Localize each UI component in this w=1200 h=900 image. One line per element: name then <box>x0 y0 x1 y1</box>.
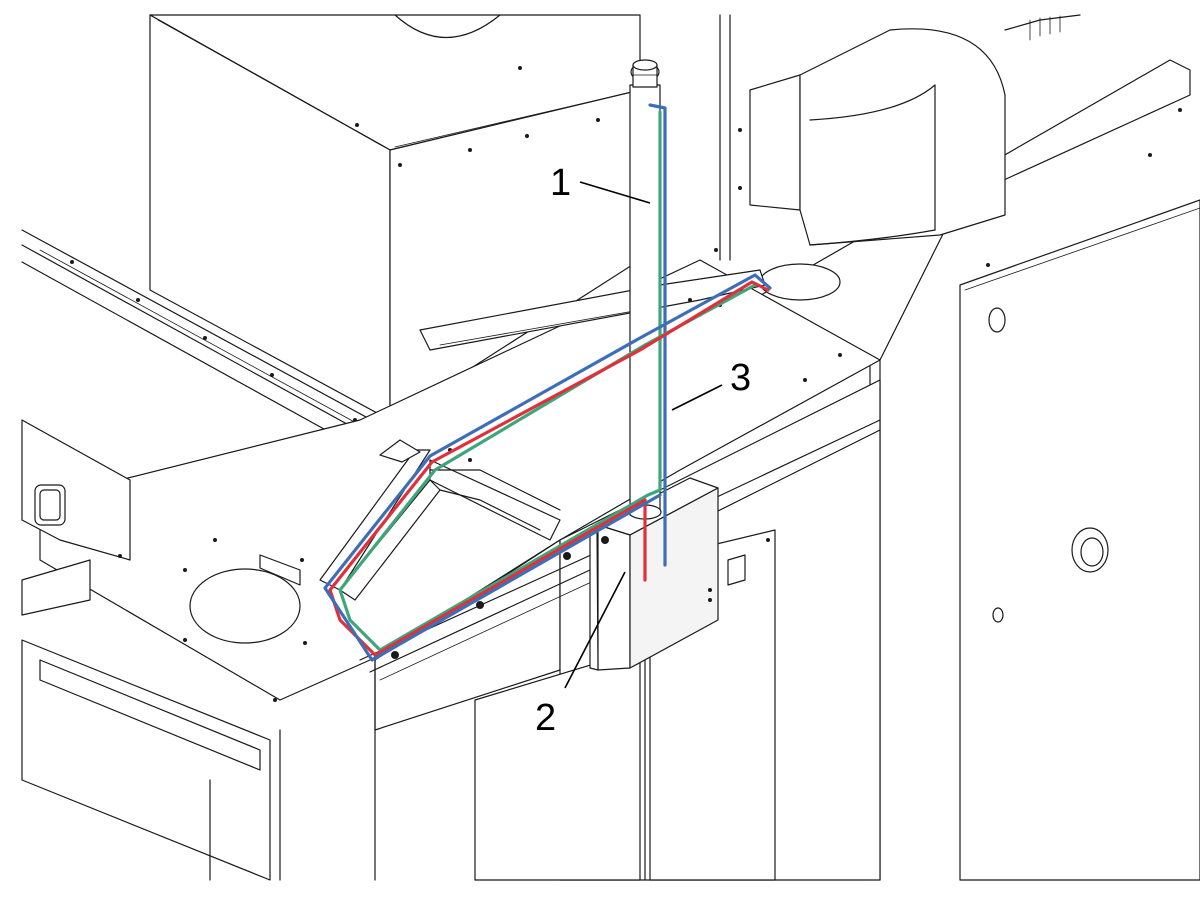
callout-2-leader <box>564 571 626 689</box>
duct-elbow <box>714 14 1081 261</box>
callout-3-leader <box>671 384 723 411</box>
wire-blue <box>648 103 667 567</box>
callout-1-leader <box>579 181 651 204</box>
cable-tray <box>259 269 766 601</box>
left-equipment <box>21 419 281 881</box>
left-rail <box>21 229 391 461</box>
wire-bundle <box>323 103 772 662</box>
callout-3-label: 3 <box>730 357 751 399</box>
callout-1-label: 1 <box>550 162 571 204</box>
callouts: 1 2 3 <box>535 162 751 739</box>
wire-blue-tray <box>323 273 772 662</box>
callout-2-label: 2 <box>535 697 556 739</box>
vertical-conduit <box>628 59 662 520</box>
